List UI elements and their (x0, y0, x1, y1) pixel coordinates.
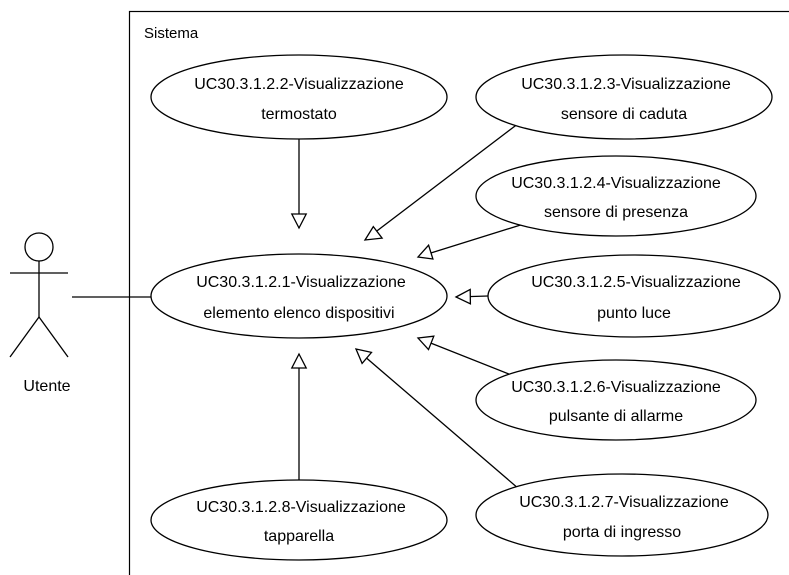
use-case-title: UC30.3.1.2.7-Visualizzazione (519, 494, 729, 511)
use-case-uc8[interactable]: UC30.3.1.2.8-Visualizzazione tapparella (150, 479, 448, 561)
gen-line-uc3 (364, 122, 520, 241)
use-case-main[interactable]: UC30.3.1.2.1-Visualizzazione elemento el… (150, 253, 448, 339)
use-case-ellipse (487, 254, 781, 338)
use-case-ellipse (475, 473, 769, 557)
arrowhead-uc6 (416, 335, 435, 351)
use-case-subtitle: punto luce (597, 305, 671, 322)
use-case-title: UC30.3.1.2.2-Visualizzazione (194, 76, 404, 93)
use-case-subtitle: termostato (261, 106, 337, 123)
use-case-uc6[interactable]: UC30.3.1.2.6-Visualizzazione pulsante di… (475, 359, 757, 441)
actor-left-leg (9, 316, 40, 358)
use-case-subtitle: tapparella (264, 528, 334, 545)
use-case-uc2[interactable]: UC30.3.1.2.2-Visualizzazione termostato (150, 54, 448, 140)
actor-right-leg (38, 316, 69, 358)
generalization-arrowheads (290, 213, 472, 369)
use-case-title: UC30.3.1.2.3-Visualizzazione (521, 76, 731, 93)
use-case-uc5[interactable]: UC30.3.1.2.5-Visualizzazione punto luce (487, 254, 781, 338)
use-case-uc4[interactable]: UC30.3.1.2.4-Visualizzazione sensore di … (475, 155, 757, 237)
actor-name: Utente (23, 378, 70, 395)
use-case-ellipse (475, 155, 757, 237)
use-case-title: UC30.3.1.2.8-Visualizzazione (196, 499, 406, 516)
use-case-subtitle: elemento elenco dispositivi (203, 305, 394, 322)
use-case-ellipse (475, 359, 757, 441)
arrowhead-uc3 (363, 225, 384, 241)
use-case-title: UC30.3.1.2.1-Visualizzazione (196, 274, 406, 291)
system-label: Sistema (144, 25, 199, 42)
arrowhead-uc5 (454, 288, 472, 305)
use-case-subtitle: porta di ingresso (563, 524, 681, 541)
use-case-subtitle: sensore di presenza (544, 204, 688, 221)
use-case-uc7[interactable]: UC30.3.1.2.7-Visualizzazione porta di in… (475, 473, 769, 557)
use-case-subtitle: pulsante di allarme (549, 408, 683, 425)
use-case-subtitle: sensore di caduta (561, 106, 687, 123)
arrowhead-uc2 (290, 213, 308, 230)
arrowhead-uc4 (416, 243, 434, 260)
gen-line-uc6 (417, 337, 520, 379)
use-case-title: UC30.3.1.2.4-Visualizzazione (511, 175, 721, 192)
actor-utente[interactable]: Utente (9, 232, 71, 395)
use-case-ellipse (475, 54, 773, 140)
use-case-title: UC30.3.1.2.6-Visualizzazione (511, 379, 721, 396)
arrowhead-uc7 (354, 348, 373, 365)
use-case-title: UC30.3.1.2.5-Visualizzazione (531, 274, 741, 291)
actor-head (24, 232, 54, 262)
use-case-uc3[interactable]: UC30.3.1.2.3-Visualizzazione sensore di … (475, 54, 773, 140)
gen-line-uc7 (355, 348, 520, 490)
gen-line-uc4 (417, 222, 528, 258)
generalization-lines (298, 122, 528, 490)
arrowhead-uc8 (290, 352, 308, 369)
use-case-ellipse (150, 253, 448, 339)
use-case-ellipse (150, 479, 448, 561)
use-case-ellipse (150, 54, 448, 140)
